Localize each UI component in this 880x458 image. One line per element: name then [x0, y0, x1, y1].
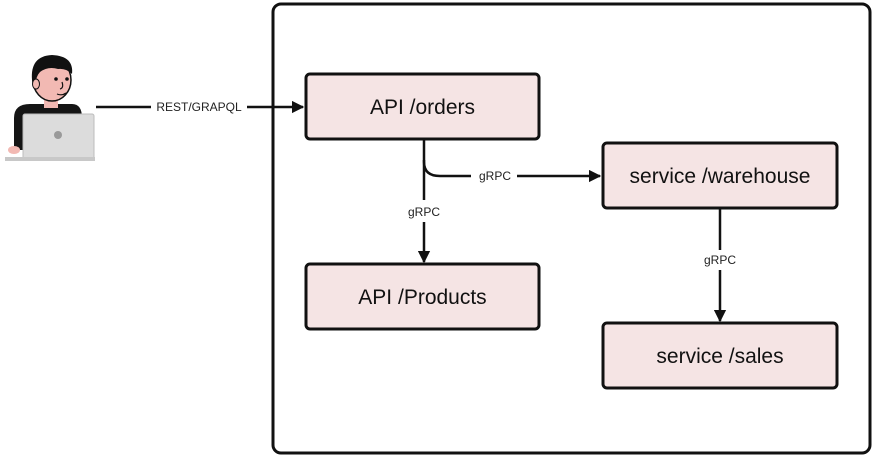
node-service-warehouse: service /warehouse	[601, 141, 839, 210]
edge-orders-to-products: gRPC	[408, 160, 440, 264]
edge-warehouse-to-sales: gRPC	[704, 209, 736, 323]
node-label-api-products: API /Products	[358, 286, 486, 309]
node-api-products: API /Products	[304, 262, 541, 331]
person-with-laptop-icon	[5, 55, 95, 161]
edge-label-grpc-products: gRPC	[408, 205, 440, 219]
edge-label-rest-graphql: REST/GRAPQL	[156, 100, 242, 114]
node-service-sales: service /sales	[601, 321, 839, 390]
node-label-service-sales: service /sales	[656, 345, 783, 368]
edge-label-grpc-sales: gRPC	[704, 253, 736, 267]
node-label-service-warehouse: service /warehouse	[630, 165, 811, 188]
node-label-api-orders: API /orders	[370, 96, 475, 119]
node-api-orders: API /orders	[304, 72, 541, 141]
edge-client-to-orders: REST/GRAPQL	[96, 100, 305, 114]
edge-label-grpc-warehouse: gRPC	[479, 169, 511, 183]
